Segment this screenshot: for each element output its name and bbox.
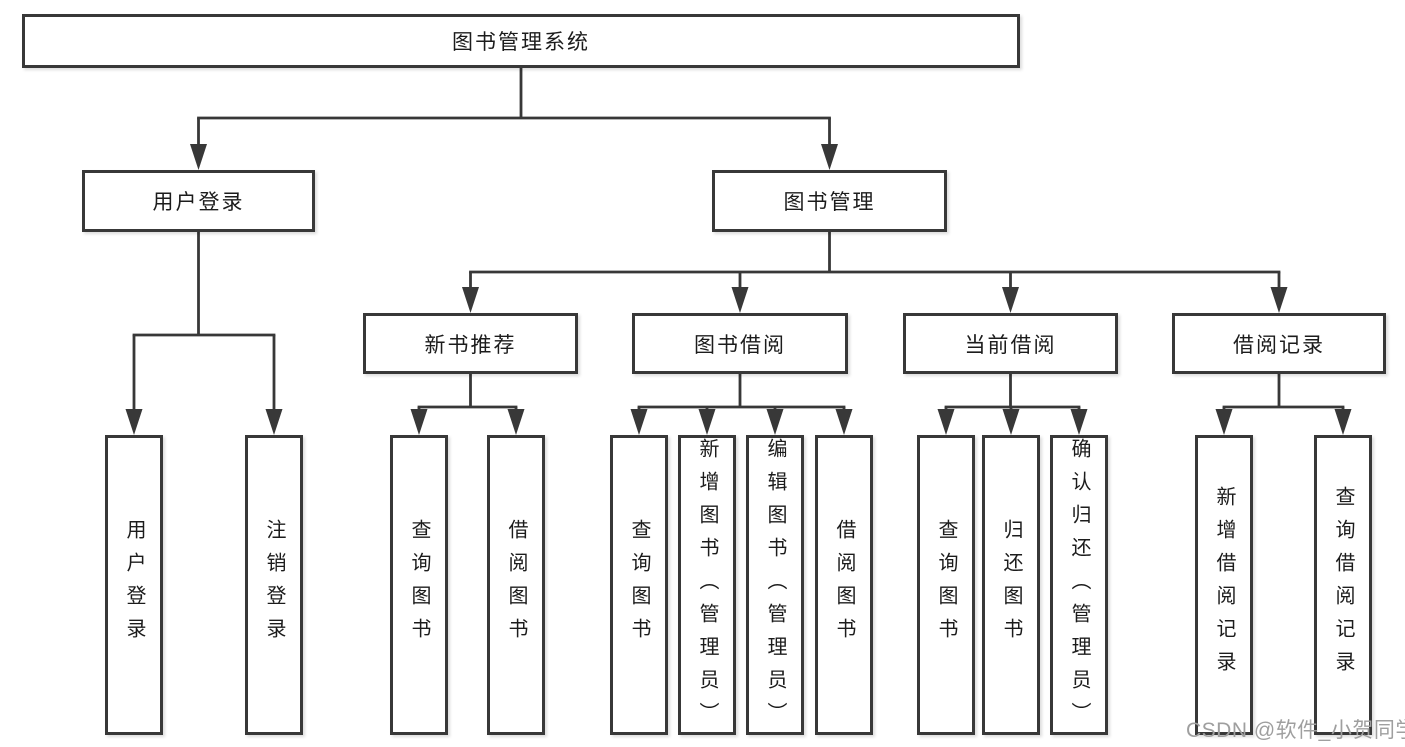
arrowhead-icon (630, 409, 648, 435)
node-current-confirm: 确认归还（管理员） (1050, 435, 1108, 735)
connector-records (1215, 374, 1352, 435)
arrowhead-icon (507, 409, 525, 435)
arrowhead-icon (698, 409, 716, 435)
connector-root (190, 68, 838, 170)
node-borrow-add: 新增图书（管理员） (678, 435, 736, 735)
node-bookmgmt: 图书管理 (712, 170, 947, 232)
arrowhead-icon (1270, 287, 1288, 313)
arrowhead-icon (1334, 409, 1352, 435)
connector-current (937, 374, 1088, 435)
node-borrow-edit: 编辑图书（管理员） (746, 435, 804, 735)
connector-borrow (630, 374, 853, 435)
node-records: 借阅记录 (1172, 313, 1386, 374)
arrowhead-icon (1070, 409, 1088, 435)
node-borrow-query: 查询图书 (610, 435, 668, 735)
arrowhead-icon (766, 409, 784, 435)
connector-login (125, 232, 283, 435)
arrowhead-icon (1215, 409, 1233, 435)
node-login: 用户登录 (82, 170, 315, 232)
arrowhead-icon (265, 409, 283, 435)
node-newbook-query: 查询图书 (390, 435, 448, 735)
node-current: 当前借阅 (903, 313, 1118, 374)
watermark-text: CSDN @软件_小贺同学 (1186, 719, 1405, 742)
connector-bookmgmt (462, 232, 1288, 313)
node-current-query: 查询图书 (917, 435, 975, 735)
node-newbook: 新书推荐 (363, 313, 578, 374)
node-current-return: 归还图书 (982, 435, 1040, 735)
node-root: 图书管理系统 (22, 14, 1020, 68)
node-records-query: 查询借阅记录 (1314, 435, 1372, 735)
node-login-logout: 注销登录 (245, 435, 303, 735)
node-borrow-borrow: 借阅图书 (815, 435, 873, 735)
node-borrow: 图书借阅 (632, 313, 848, 374)
arrowhead-icon (462, 287, 479, 313)
arrowhead-icon (1002, 287, 1019, 313)
arrowhead-icon (410, 409, 428, 435)
arrowhead-icon (731, 287, 749, 313)
arrowhead-icon (821, 144, 838, 170)
node-login-user: 用户登录 (105, 435, 163, 735)
node-records-add: 新增借阅记录 (1195, 435, 1253, 735)
arrowhead-icon (835, 409, 853, 435)
arrowhead-icon (125, 409, 143, 435)
arrowhead-icon (190, 144, 207, 170)
arrowhead-icon (937, 409, 955, 435)
node-newbook-borrow: 借阅图书 (487, 435, 545, 735)
arrowhead-icon (1002, 409, 1020, 435)
connector-newbook (410, 374, 525, 435)
